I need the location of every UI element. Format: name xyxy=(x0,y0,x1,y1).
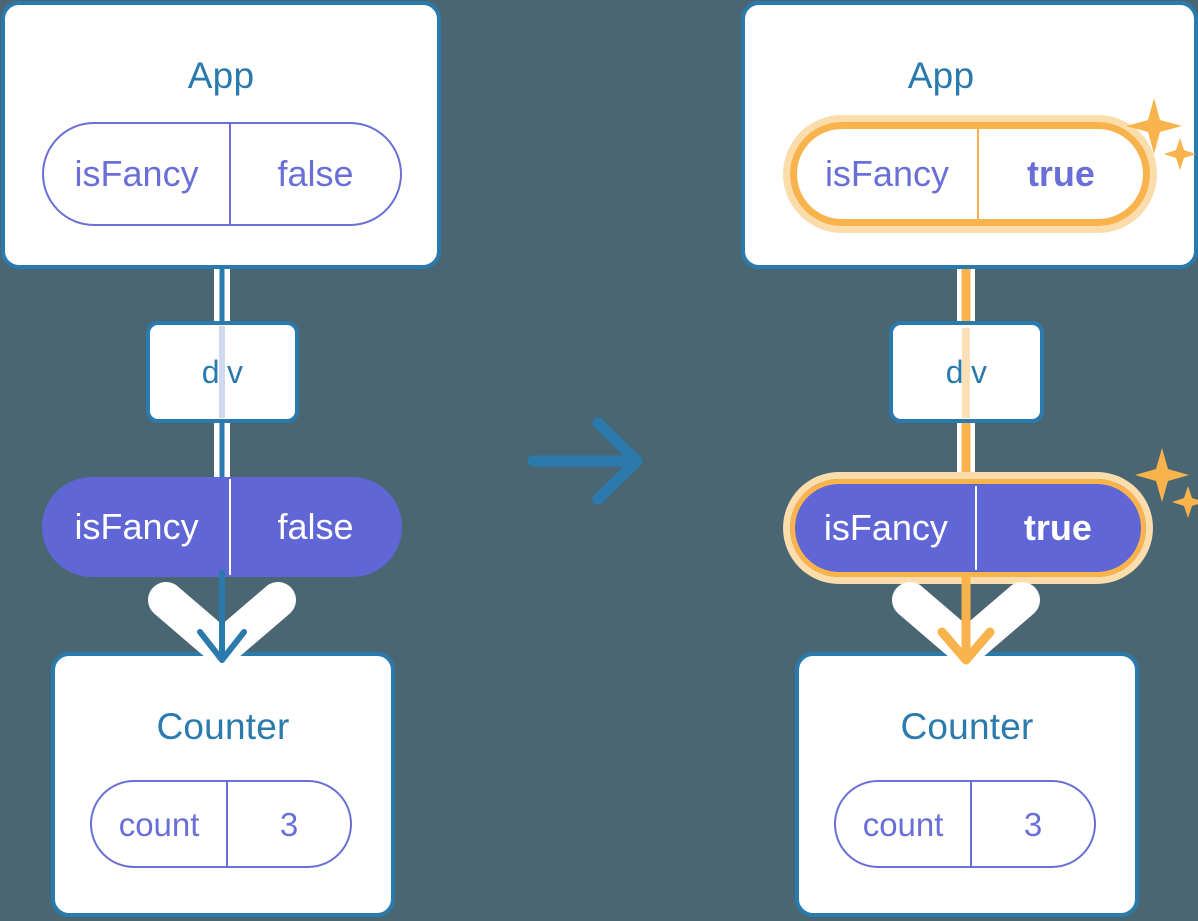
before-prop-key: isFancy xyxy=(74,506,199,547)
before-prop-value: false xyxy=(229,479,400,575)
after-app-state-key: isFancy xyxy=(824,153,949,194)
after-counter-state-key: count xyxy=(862,805,944,843)
before-counter-state-key: count xyxy=(118,805,200,843)
before-app-state-value: false xyxy=(229,124,400,224)
before-counter-title: Counter xyxy=(156,706,290,747)
after-counter-state-value: 3 xyxy=(970,782,1094,866)
before-app-title: App xyxy=(187,55,255,96)
before-app-state-key: isFancy xyxy=(74,153,199,194)
after-prop-pill: isFancy true xyxy=(795,484,1141,572)
before-counter-state-pill: count 3 xyxy=(90,780,352,868)
after-prop-value: true xyxy=(974,486,1139,570)
after-counter-state-pill: count 3 xyxy=(834,780,1096,868)
after-app-state-highlight: isFancy true xyxy=(790,122,1150,226)
after-app-state-pill: isFancy true xyxy=(795,127,1145,221)
before-prop-pill: isFancy false xyxy=(42,477,402,577)
before-app-state-pill: isFancy false xyxy=(42,122,402,226)
after-app-state-value: true xyxy=(976,129,1143,219)
after-prop-key: isFancy xyxy=(823,507,948,548)
after-counter-title: Counter xyxy=(900,706,1034,747)
before-counter-state-value: 3 xyxy=(226,782,350,866)
after-app-title: App xyxy=(907,55,975,96)
